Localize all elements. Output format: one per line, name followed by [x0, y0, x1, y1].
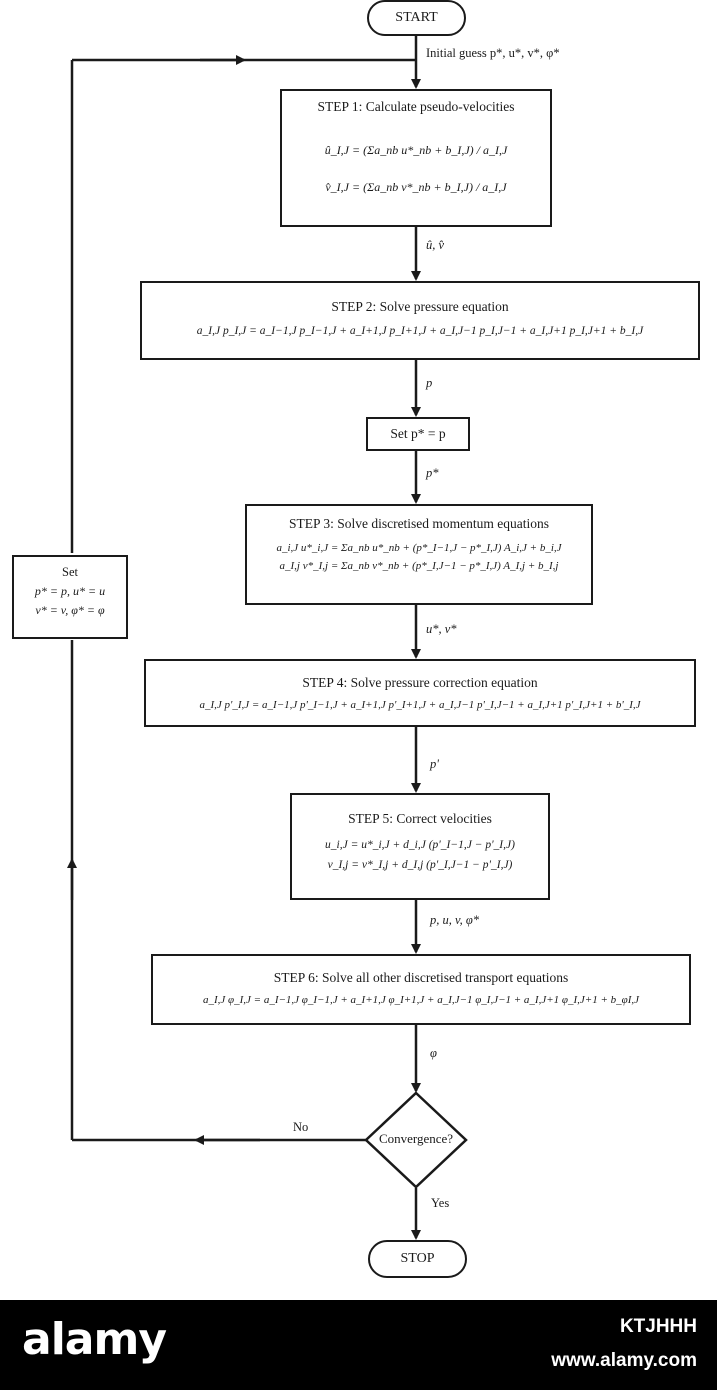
site-url-label: www.alamy.com [551, 1350, 697, 1371]
edge-label-step6: φ [430, 1046, 437, 1060]
start-terminal: START [367, 0, 466, 36]
edge-label-setp: p* [426, 466, 439, 480]
start-label: START [395, 10, 438, 25]
set-p-label: Set p* = p [390, 426, 446, 441]
edge-label-step2: p [426, 376, 433, 390]
set-variables-title: Set [62, 565, 78, 579]
step4-equation: a_I,J p'_I,J = a_I−1,J p'_I−1,J + a_I+1,… [199, 699, 641, 711]
step1-box: STEP 1: Calculate pseudo-velocities û_I,… [280, 89, 552, 227]
image-id-label: KTJHHH [619, 1316, 697, 1337]
yes-label: Yes [431, 1196, 450, 1210]
set-variables-line2: v* = v, φ* = φ [35, 603, 105, 617]
step3-title: STEP 3: Solve discretised momentum equat… [288, 516, 550, 531]
step1-title: STEP 1: Calculate pseudo-velocities [317, 99, 515, 114]
edge-label-step4: p' [430, 757, 439, 771]
convergence-label: Convergence? [378, 1131, 454, 1146]
step5-box: STEP 5: Correct velocities u_i,J = u*_i,… [290, 793, 550, 900]
step3-equation-u: a_i,J u*_i,J = Σa_nb u*_nb + (p*_I−1,J −… [276, 542, 562, 554]
step1-equation-u: û_I,J = (Σa_nb u*_nb + b_I,J) / a_I,J [324, 143, 508, 157]
step6-title: STEP 6: Solve all other discretised tran… [273, 970, 569, 985]
step2-equation: a_I,J p_I,J = a_I−1,J p_I−1,J + a_I+1,J … [196, 325, 644, 337]
set-variables-box: Set p* = p, u* = u v* = v, φ* = φ [12, 555, 128, 639]
set-p-box: Set p* = p [366, 417, 470, 451]
step5-title: STEP 5: Correct velocities [348, 811, 492, 826]
watermark-footer: alamy KTJHHH www.alamy.com [0, 1300, 717, 1390]
edge-label-step3: u*, v* [426, 622, 457, 636]
step2-title: STEP 2: Solve pressure equation [331, 299, 509, 314]
step4-box: STEP 4: Solve pressure correction equati… [144, 659, 696, 727]
stop-label: STOP [400, 1251, 435, 1266]
set-variables-line1: p* = p, u* = u [34, 584, 106, 598]
edge-label-step5: p, u, v, φ* [430, 913, 480, 927]
step2-box: STEP 2: Solve pressure equation a_I,J p_… [140, 281, 700, 360]
connector-lines [67, 36, 468, 1240]
stop-terminal: STOP [368, 1240, 467, 1278]
step5-equation-u: u_i,J = u*_i,J + d_i,J (p'_I−1,J − p'_I,… [325, 839, 515, 851]
initial-guess-label: Initial guess p*, u*, v*, φ* [426, 46, 560, 60]
step6-box: STEP 6: Solve all other discretised tran… [151, 954, 691, 1025]
step3-box: STEP 3: Solve discretised momentum equat… [245, 504, 593, 605]
step1-equation-v: v̂_I,J = (Σa_nb v*_nb + b_I,J) / a_I,J [325, 180, 507, 194]
step3-equation-v: a_I,j v*_I,j = Σa_nb v*_nb + (p*_I,J−1 −… [279, 560, 559, 572]
edge-label-step1: û, v̂ [426, 238, 445, 252]
step4-title: STEP 4: Solve pressure correction equati… [302, 675, 538, 690]
step5-equation-v: v_I,j = v*_I,j + d_I,j (p'_I,J−1 − p'_I,… [327, 859, 513, 871]
step6-equation: a_I,J φ_I,J = a_I−1,J φ_I−1,J + a_I+1,J … [202, 994, 639, 1006]
alamy-logo: alamy [22, 1314, 167, 1365]
no-label: No [293, 1120, 309, 1134]
convergence-diamond [364, 1091, 468, 1189]
